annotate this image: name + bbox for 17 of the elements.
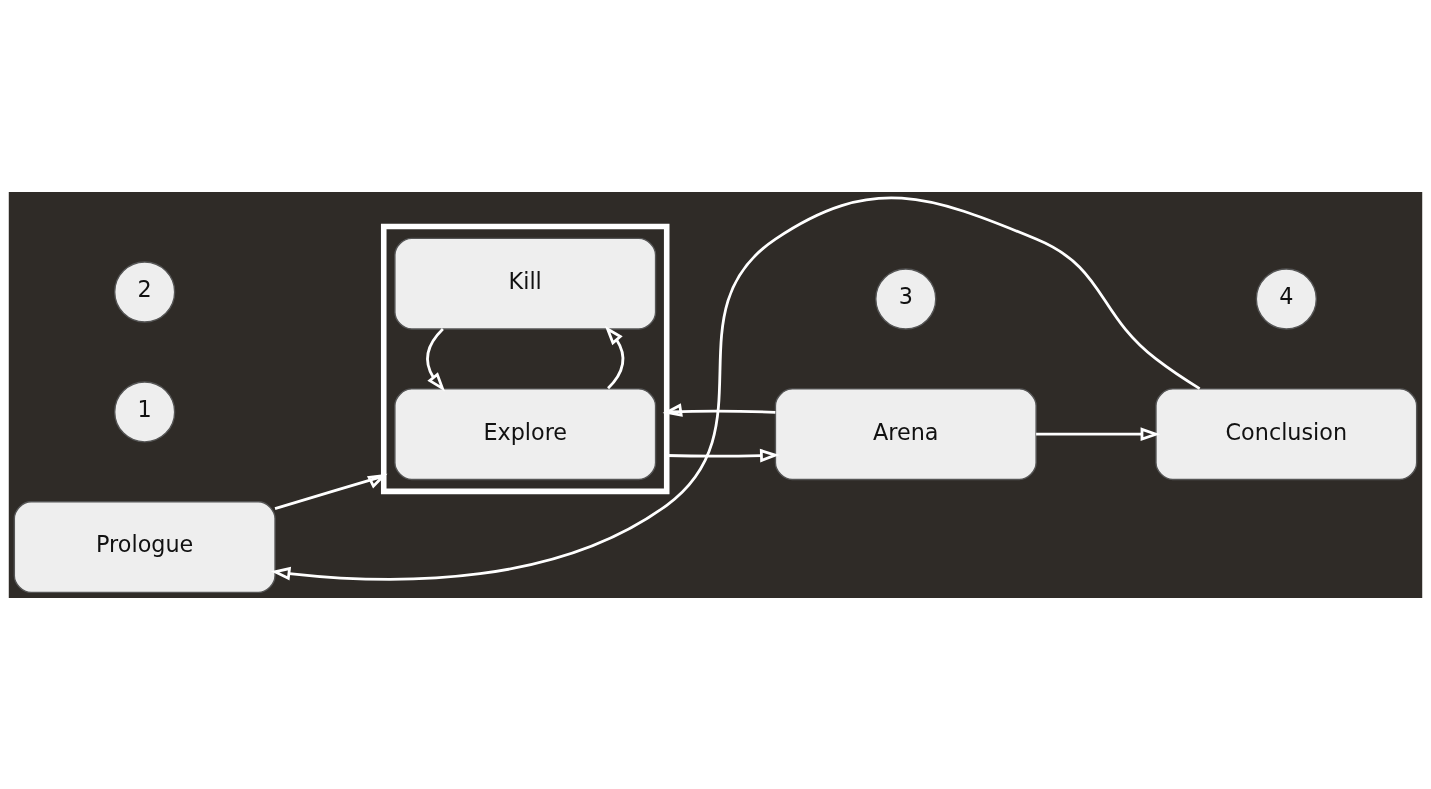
arrow <box>270 196 1201 581</box>
node-box: Prologue <box>13 500 276 593</box>
node-circle: 1 <box>114 380 176 443</box>
node-box: Kill <box>394 237 657 330</box>
arrow <box>1036 426 1161 441</box>
cluster <box>380 223 670 494</box>
node-circle: 3 <box>875 267 937 330</box>
node-circle: 2 <box>114 260 176 323</box>
arrow <box>604 325 625 389</box>
arrow <box>426 327 446 392</box>
node-box: Conclusion <box>1155 387 1418 480</box>
arrow <box>666 448 780 462</box>
node-box: Arena <box>774 387 1037 480</box>
node-circle: 4 <box>1255 267 1317 330</box>
arrow <box>662 402 776 417</box>
node-box: Explore <box>394 387 657 480</box>
arrow <box>274 473 388 510</box>
